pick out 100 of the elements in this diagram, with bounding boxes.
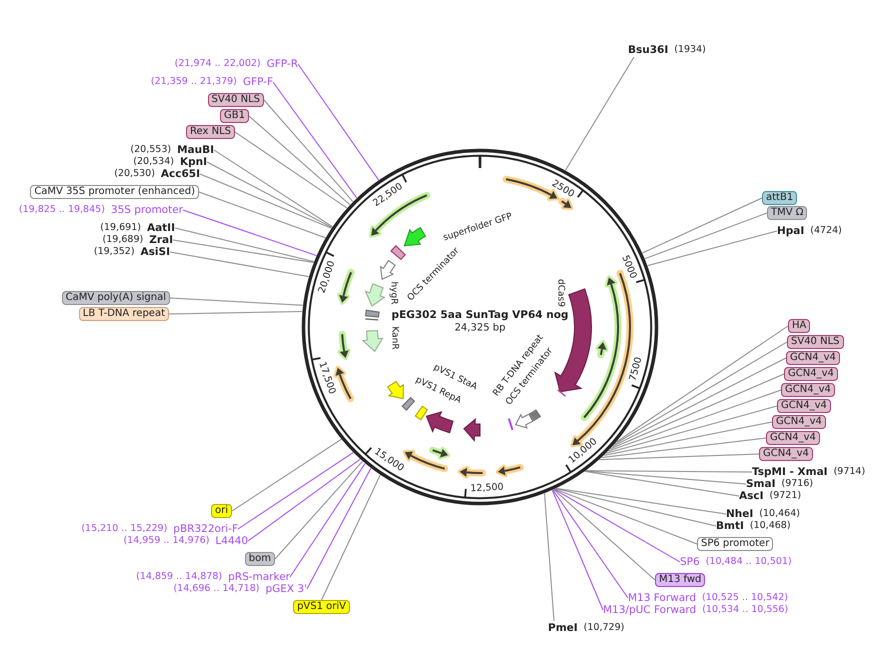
feature-label: Rex NLS	[186, 125, 235, 139]
leader-line	[610, 374, 784, 450]
site-position: (20,534)	[133, 155, 174, 168]
leader-line	[554, 488, 698, 544]
feature-label: GB1	[220, 109, 249, 123]
primer-position: (14,859 .. 14,878)	[136, 570, 222, 584]
leader-line	[272, 82, 358, 198]
feature-label: HA	[788, 319, 810, 333]
primer-label: L4440	[215, 534, 248, 548]
primer-position: (19,825 .. 19,845)	[18, 203, 105, 217]
site-position: (10,464)	[759, 507, 800, 520]
leader-line	[644, 212, 768, 260]
site-position: (9714)	[834, 465, 866, 479]
leader-line	[585, 470, 752, 472]
leader-line	[198, 192, 326, 238]
primer-label: SP6	[680, 555, 700, 569]
primer-position: (10,534 .. 10,556)	[702, 603, 788, 617]
tick-label: 7500	[627, 355, 644, 382]
enzyme-site-label: AscI	[739, 489, 764, 503]
primer-label: pBR322ori-F	[173, 522, 238, 536]
leader-line	[234, 132, 348, 209]
plasmid-name: pEG302 5aa SunTag VP64 nog	[392, 309, 568, 321]
site-position: (1934)	[674, 43, 706, 57]
feature-label: pVS1 oriV	[293, 600, 350, 614]
enzyme-site-label: ZraI	[149, 233, 173, 247]
feature-label: LB T-DNA repeat	[78, 307, 169, 321]
leader-line	[170, 252, 310, 278]
site-position: (19,689)	[102, 233, 144, 246]
enzyme-site-label: Acc65I	[160, 168, 200, 181]
feature-label: GCN4_v4	[772, 415, 826, 429]
site-position: (19,352)	[94, 245, 135, 259]
site-position: (10,468)	[750, 519, 791, 533]
primer-position: (21,359 .. 21,379)	[150, 75, 237, 89]
primer-label: M13/pUC Forward	[603, 603, 696, 617]
leader-line	[608, 390, 782, 452]
primer-label: 35S promoter	[110, 203, 183, 217]
site-position: (19,691)	[100, 221, 141, 234]
leader-line	[612, 358, 786, 447]
feature-label: GCN4_v4	[786, 351, 840, 365]
leader-line	[552, 489, 628, 598]
enzyme-site-label: TspMI - XmaI	[752, 465, 828, 478]
enzyme-site-label: PmeI	[548, 621, 578, 635]
site-position: (20,553)	[130, 143, 172, 156]
leader-line	[642, 198, 762, 254]
primer-label: pRS-marker	[228, 570, 290, 584]
leader-line	[274, 460, 363, 560]
leader-line	[174, 228, 314, 262]
leader-line	[248, 458, 361, 542]
leader-line	[200, 174, 332, 229]
leader-line	[564, 56, 634, 171]
leader-line	[601, 438, 766, 458]
feature-label: M13 fwd	[655, 573, 706, 587]
tick-label: 5000	[620, 253, 639, 280]
feature-label: CaMV poly(A) signal	[62, 291, 170, 305]
leader-line	[248, 116, 350, 206]
enzyme-site-label: KpnI	[180, 155, 207, 169]
primer-label: pGEX 3'	[265, 582, 307, 596]
leader-line	[598, 454, 760, 460]
leader-line	[556, 488, 726, 514]
feature-name: dCas9	[554, 279, 566, 307]
leader-line	[614, 342, 788, 445]
leader-line	[170, 298, 304, 306]
leader-line	[321, 474, 381, 600]
leader-line	[172, 240, 314, 263]
feature-label: SV40 NLS	[208, 93, 264, 107]
leader-line	[552, 490, 604, 610]
feature-label: SP6 promoter	[697, 537, 774, 551]
feature-label: bom	[244, 552, 275, 566]
leader-line	[606, 406, 778, 454]
primer-label: M13 Forward	[628, 591, 696, 605]
leader-line	[264, 100, 354, 202]
leader-line	[544, 492, 554, 622]
enzyme-site-label: NheI	[726, 507, 754, 520]
leader-line	[206, 162, 332, 228]
primer-position: (14,959 .. 14,976)	[123, 534, 210, 548]
plasmid-size: 24,325 bp	[454, 322, 506, 334]
enzyme-site-label: Bsu36I	[628, 43, 668, 57]
leader-line	[616, 326, 788, 442]
leader-line	[168, 310, 303, 314]
site-position: (9716)	[782, 478, 814, 490]
enzyme-site-label: AsiSI	[140, 245, 170, 259]
feature-label: ori	[210, 504, 232, 518]
leader-line	[306, 468, 372, 590]
site-position: (10,729)	[584, 621, 624, 635]
site-position: (9721)	[770, 489, 802, 503]
leader-line	[214, 150, 333, 228]
tick-label: 12,500	[470, 482, 504, 494]
feature-name: hygR	[388, 282, 398, 304]
primer-position: (15,210 .. 15,229)	[81, 522, 168, 536]
enzyme-site-label: BmtI	[716, 519, 744, 533]
leader-line	[232, 438, 342, 512]
feature-label: attB1	[762, 191, 798, 205]
leader-line	[584, 470, 740, 496]
leader-line	[604, 422, 772, 456]
leader-line	[238, 452, 354, 530]
primer-label: GFP-R	[266, 57, 298, 71]
leader-line	[553, 489, 656, 580]
enzyme-site-label: SmaI	[746, 478, 776, 490]
feature-name: KanR	[388, 326, 400, 350]
feature-label: CaMV 35S promoter (enhanced)	[30, 185, 199, 199]
